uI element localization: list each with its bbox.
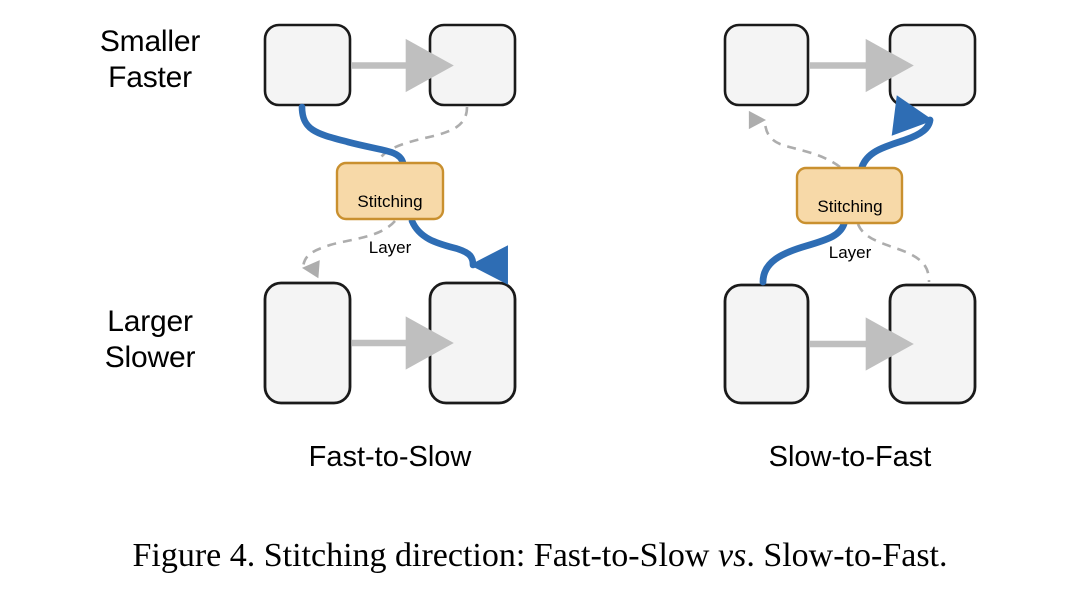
stitching-layer-box-left[interactable] [335, 161, 445, 221]
block-top-left-fast [263, 23, 352, 107]
block-top-left-fast-right-panel [723, 23, 810, 107]
row-label-smaller: Smaller [99, 25, 201, 58]
dashed-path-into-top-left-right-panel [748, 110, 841, 169]
block-bottom-right-slow-right-panel [888, 283, 977, 405]
block-top-right-fast-right-panel [888, 23, 977, 107]
panel-caption-fast-to-slow: Fast-to-Slow [308, 441, 472, 473]
block-bottom-left-slow [263, 281, 352, 405]
stitching-layer-box-right[interactable] [795, 166, 904, 225]
block-bottom-left-slow-right-panel [723, 283, 810, 405]
row-label-larger: Larger [107, 305, 193, 338]
row-label-faster: Faster [108, 61, 192, 94]
figure-caption-prefix: Figure 4. Stitching direction: Fast-to-S… [132, 537, 718, 574]
panel-caption-slow-to-fast: Slow-to-Fast [768, 441, 932, 473]
dashed-path-to-bottom-right-right-panel [856, 223, 931, 283]
figure-caption-vs: vs [718, 537, 747, 574]
row-label-smaller-faster: Smaller Faster [40, 24, 260, 96]
active-path-into-top-right-right-panel [858, 95, 934, 171]
row-label-slower: Slower [104, 341, 196, 374]
active-path-out-stitch-left-panel [408, 217, 508, 285]
figure-caption-suffix: . Slow-to-Fast. [746, 537, 948, 574]
figure-caption: Figure 4. Stitching direction: Fast-to-S… [0, 535, 1080, 577]
active-path-from-bottom-left-right-panel [759, 220, 848, 286]
block-bottom-right-slow [428, 281, 517, 405]
panel-fast-to-slow [263, 23, 517, 405]
active-path-into-stitch-left-panel [298, 103, 407, 167]
dashed-path-out-stitch-left-panel [301, 220, 396, 279]
panel-slow-to-fast [723, 23, 977, 405]
row-label-larger-slower: Larger Slower [40, 304, 260, 376]
block-top-right-fast [428, 23, 517, 107]
